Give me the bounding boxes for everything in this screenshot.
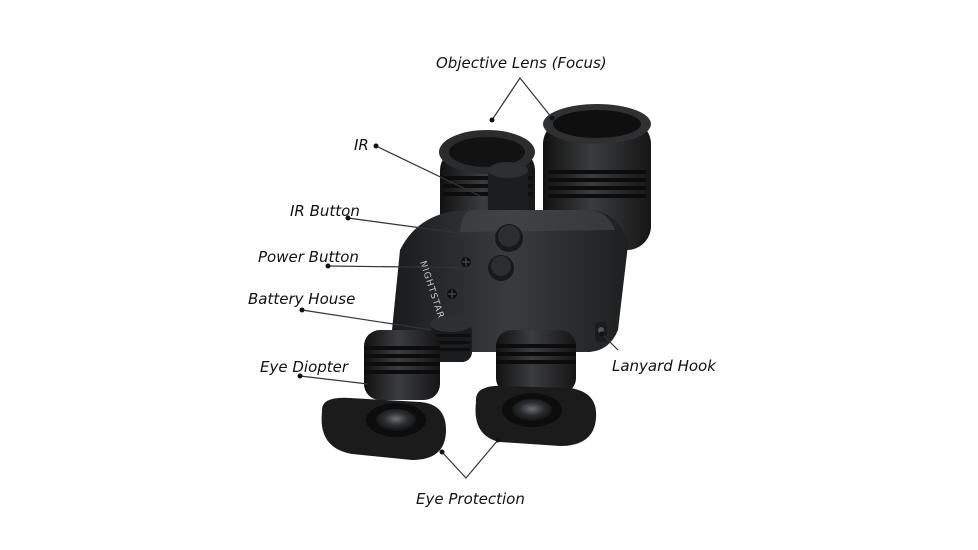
leader-eye-protection bbox=[441, 439, 499, 479]
ir-button[interactable] bbox=[495, 224, 523, 252]
label-lanyard-hook: Lanyard Hook bbox=[612, 357, 716, 375]
screw-bottom bbox=[447, 289, 457, 299]
leader-lines bbox=[299, 76, 619, 479]
label-ir: IR bbox=[354, 136, 369, 154]
screw-top bbox=[461, 257, 471, 267]
leader-ir bbox=[375, 145, 481, 197]
right-eyepiece bbox=[475, 330, 597, 446]
leader-eye-diopter bbox=[299, 375, 369, 385]
label-ir-button: IR Button bbox=[290, 202, 360, 220]
label-eye-diopter: Eye Diopter bbox=[260, 358, 349, 376]
leader-power-button bbox=[327, 265, 489, 269]
leader-objective-lens bbox=[491, 76, 553, 121]
label-battery-house: Battery House bbox=[248, 290, 356, 308]
power-button[interactable] bbox=[488, 255, 514, 281]
label-objective-lens: Objective Lens (Focus) bbox=[436, 54, 607, 72]
ir-illuminator bbox=[488, 162, 528, 218]
label-power-button: Power Button bbox=[258, 248, 359, 266]
battery-house-cap[interactable] bbox=[430, 316, 472, 362]
leader-lanyard-hook bbox=[601, 333, 619, 351]
leader-ir-button bbox=[347, 217, 497, 239]
label-eye-protection: Eye Protection bbox=[416, 490, 525, 508]
left-eyepiece bbox=[321, 330, 446, 460]
leader-battery-house bbox=[301, 309, 433, 331]
callout-dots bbox=[297, 115, 605, 455]
